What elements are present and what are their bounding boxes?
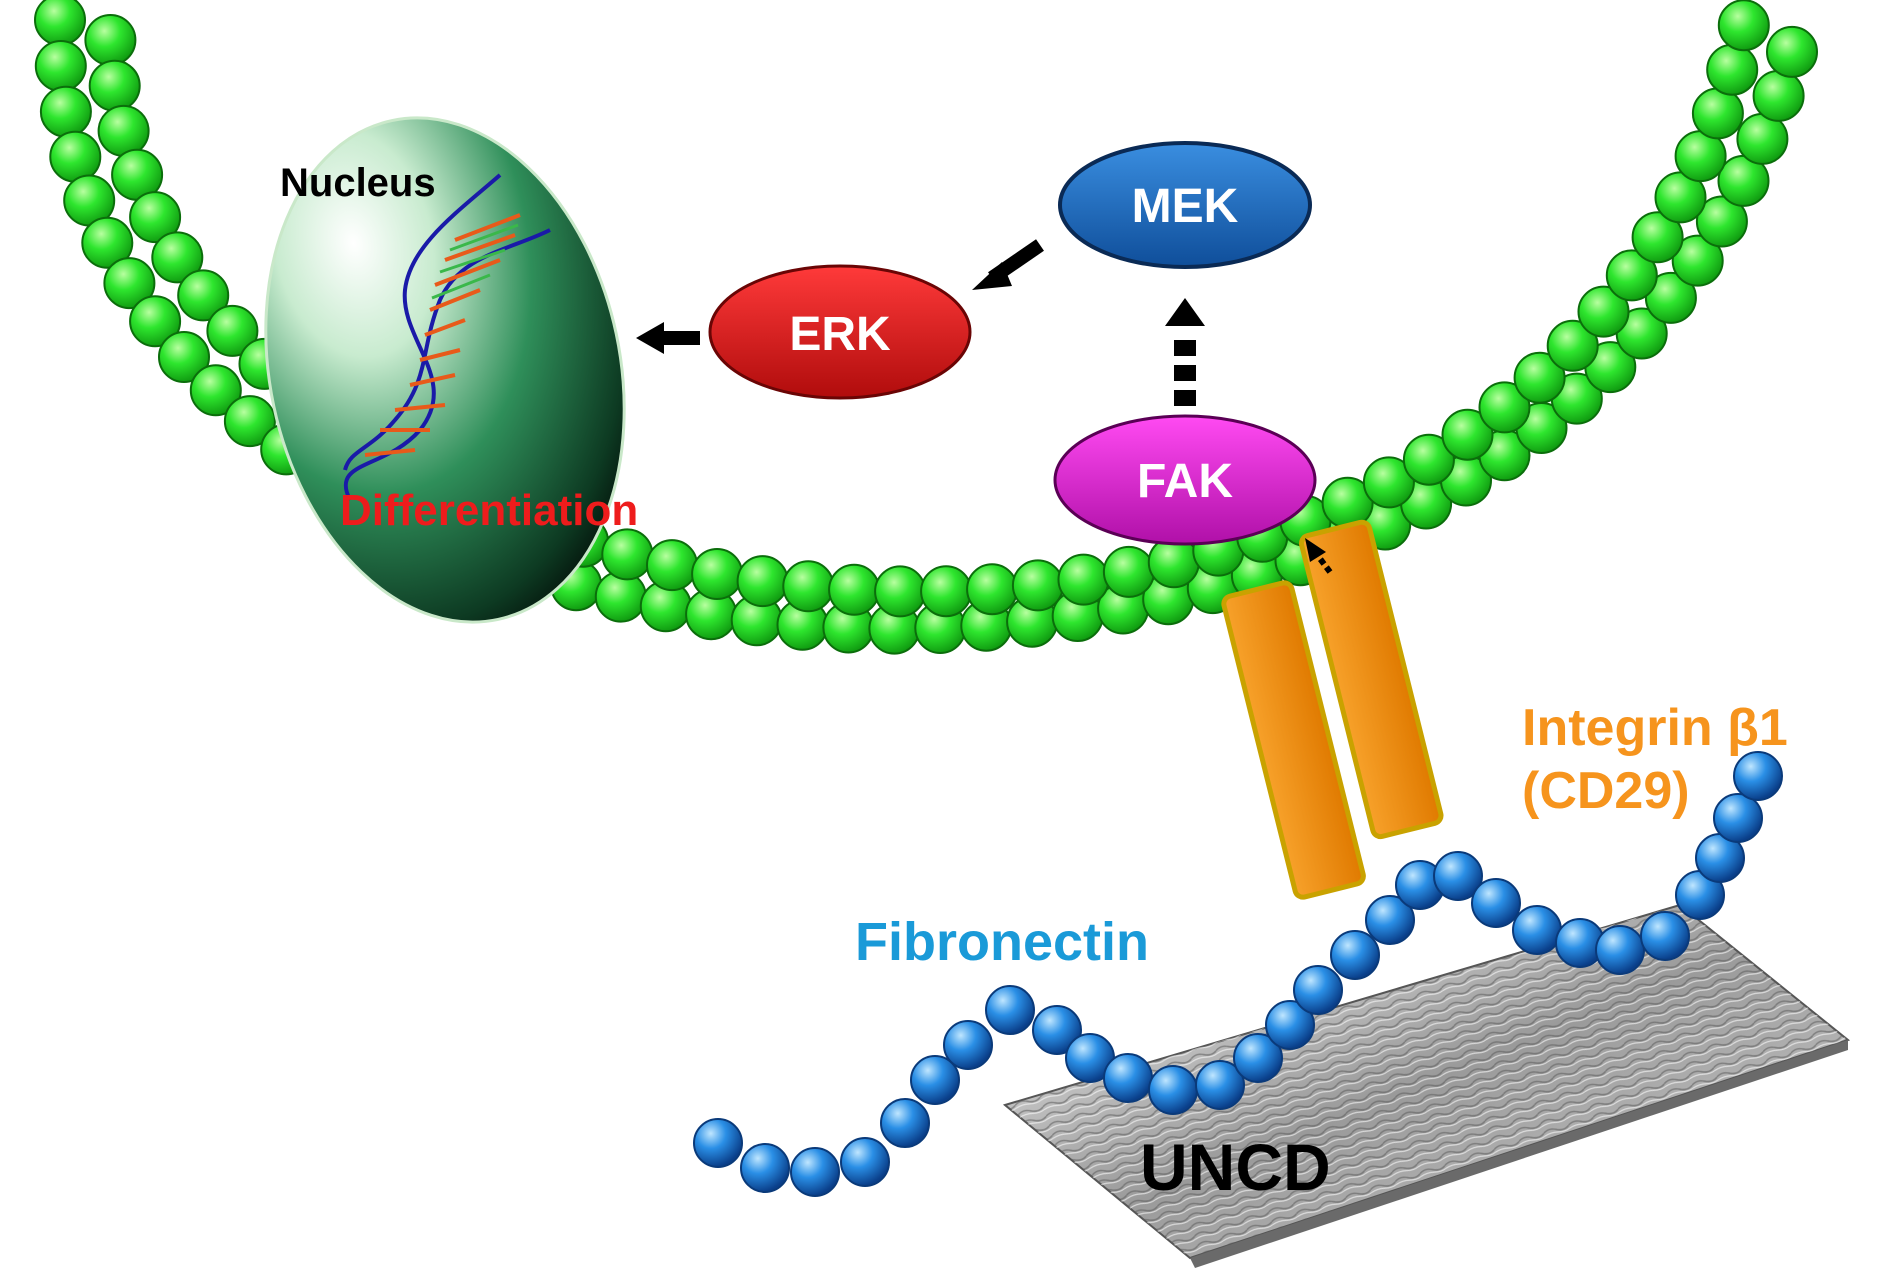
erk-label: ERK [789,308,891,361]
erk-node: ERK [708,264,972,400]
membrane-bead [1766,25,1818,78]
membrane-bead [1441,408,1494,461]
membrane-bead [1513,351,1566,404]
fibronectin-bead [790,1147,840,1197]
fibronectin-bead [1595,925,1645,975]
nucleus [264,116,626,624]
membrane-bead [158,331,210,383]
uncd-label: UNCD [1140,1130,1331,1204]
fibronectin-bead [1365,895,1415,945]
membrane-bead [1362,456,1415,509]
membrane-bead [1605,249,1658,302]
fibronectin-bead [1713,793,1763,843]
fibronectin-bead [910,1055,960,1105]
membrane-bead [1717,0,1770,52]
fibronectin-bead [840,1137,890,1187]
membrane-bead [782,560,835,613]
arrow-fak-to-mek-dashed [1165,298,1205,406]
membrane-bead [1057,553,1110,606]
membrane-bead [151,231,204,284]
fibronectin-bead [985,985,1035,1035]
arrow-mek-to-erk [972,239,1044,290]
fibronectin-bead [1103,1053,1153,1103]
membrane-bead [736,555,789,608]
fak-label: FAK [1137,455,1233,508]
membrane-bead [874,565,927,618]
dna-helix-icon [343,173,551,501]
membrane-bead [1671,234,1724,287]
fibronectin-chain [693,751,1783,1197]
membrane-bead [129,295,182,348]
membrane-bead [34,40,87,92]
mek-label: MEK [1132,180,1239,233]
membrane-bead [88,59,141,112]
membrane-bead [103,257,156,310]
membrane-bead [189,364,242,417]
membrane-bead [1011,559,1064,612]
fibronectin-bead [1265,1000,1315,1050]
fibronectin-bead [1471,878,1521,928]
membrane-bead [129,191,182,244]
fibronectin-bead [1733,751,1783,801]
membrane-bead [1102,545,1155,598]
membrane-bead [97,104,150,157]
fibronectin-bead [1433,851,1483,901]
membrane-bead [920,565,973,618]
membrane-bead [1752,69,1805,122]
fibronectin-bead [943,1020,993,1070]
fibronectin-bead [1195,1060,1245,1110]
nucleus-label: Nucleus [280,161,436,205]
fibronectin-bead [1032,1005,1082,1055]
membrane-bead [828,563,881,616]
fak-node: FAK [1053,414,1317,546]
membrane-bead [966,563,1019,616]
membrane-bead [84,14,137,66]
fibronectin-bead [1293,965,1343,1015]
membrane-bead [39,85,92,138]
fibronectin-bead [1512,905,1562,955]
integrin-label: Integrin β1 [1522,699,1788,757]
fibronectin-bead [740,1143,790,1193]
fibronectin-bead [1148,1065,1198,1115]
membrane-bead [34,0,86,46]
arrow-integrin-to-fak [1305,538,1333,574]
membrane-bead [1546,319,1599,372]
uncd-substrate [1002,903,1851,1268]
membrane-bead [1577,285,1630,338]
membrane-bead [49,130,102,183]
fibronectin-bead [1330,930,1380,980]
cd29-label: (CD29) [1522,762,1690,820]
membrane-bead [1691,87,1744,140]
membrane-bead [601,528,654,581]
fibronectin-bead [1233,1033,1283,1083]
arrow-erk-to-nucleus [636,322,700,354]
membrane-bead [1706,43,1759,96]
membrane-bead [177,269,230,322]
membrane-bead [206,304,259,357]
fibronectin-bead [880,1098,930,1148]
membrane-bead [1695,195,1748,248]
membrane-bead [223,395,276,448]
mek-node: MEK [1058,141,1312,269]
membrane-bead [1402,433,1455,486]
membrane-bead [1644,271,1697,324]
membrane-bead [1478,381,1531,434]
membrane-bead [691,548,744,600]
fibronectin-bead [693,1118,743,1168]
membrane-bead [81,216,134,269]
differentiation-label: Differentiation [340,486,638,535]
fibronectin-label: Fibronectin [855,912,1149,972]
fibronectin-bead [1640,911,1690,961]
integrin-receptor [1221,519,1444,900]
membrane-bead [1631,211,1684,264]
membrane-bead [646,539,698,592]
